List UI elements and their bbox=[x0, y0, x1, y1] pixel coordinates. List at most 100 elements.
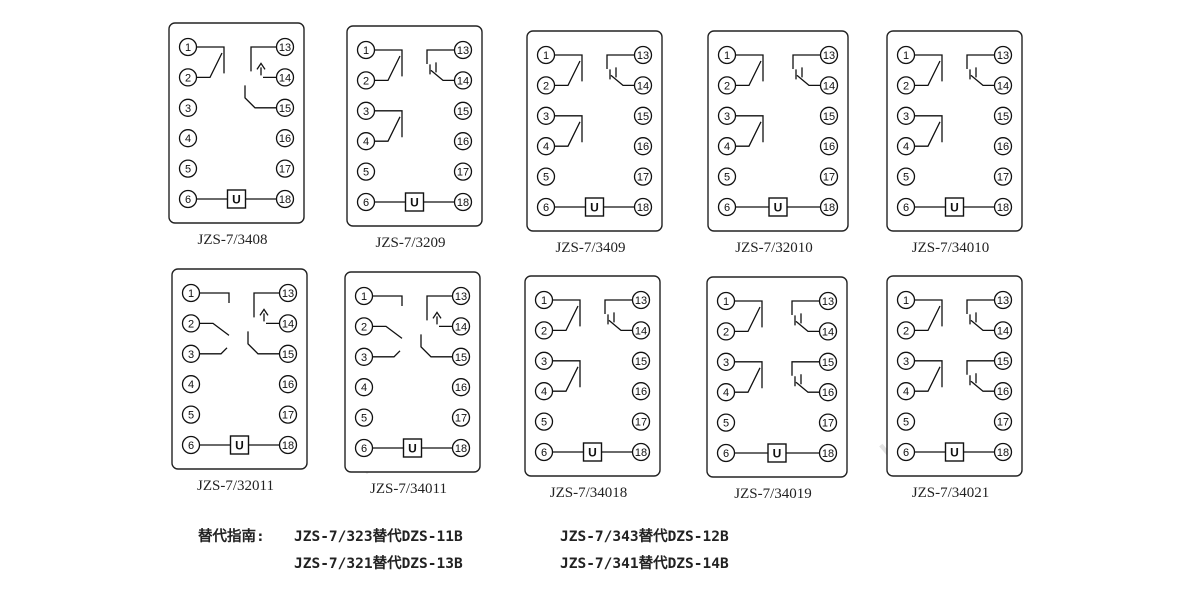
pin-circle bbox=[178, 189, 198, 209]
pin-number: 14 bbox=[635, 325, 647, 337]
pin-4: 4 bbox=[716, 383, 736, 402]
contact-symbol bbox=[375, 49, 403, 82]
pin-number: 18 bbox=[635, 447, 647, 459]
pin-circle bbox=[278, 405, 298, 424]
pin-number: 16 bbox=[635, 386, 647, 398]
pin-circle bbox=[178, 129, 198, 148]
pin-circle bbox=[993, 76, 1013, 95]
pin-number: 15 bbox=[997, 356, 1009, 368]
diagram-frame bbox=[346, 25, 483, 227]
pin-4: 4 bbox=[896, 382, 916, 401]
diagram-caption: JZS-7/34011 bbox=[370, 481, 447, 497]
pin-circle bbox=[716, 383, 736, 402]
pin-circle bbox=[717, 197, 737, 217]
pin-number: 16 bbox=[637, 141, 649, 153]
pin-16: 16 bbox=[275, 129, 295, 148]
pin-13: 13 bbox=[993, 45, 1013, 65]
pin-number: 3 bbox=[903, 356, 909, 368]
pin-circle bbox=[278, 314, 298, 333]
pin-13: 13 bbox=[275, 37, 295, 57]
pin-number: 16 bbox=[282, 379, 294, 391]
pin-1: 1 bbox=[536, 45, 556, 65]
pin-circle bbox=[818, 352, 838, 371]
pin-number: 13 bbox=[635, 295, 647, 307]
guide-heading: 替代指南: bbox=[198, 529, 265, 545]
changeover-contact-symbol bbox=[247, 292, 279, 355]
pin-number: 18 bbox=[997, 202, 1009, 214]
pin-circle bbox=[534, 321, 554, 340]
pin-4: 4 bbox=[354, 378, 374, 397]
pin-number: 13 bbox=[823, 50, 835, 62]
diagram-frame bbox=[886, 30, 1023, 232]
pin-circle bbox=[178, 68, 198, 87]
pin-13: 13 bbox=[631, 290, 651, 310]
coil-label: U bbox=[235, 439, 244, 453]
pin-number: 18 bbox=[455, 443, 467, 455]
pin-circle bbox=[818, 443, 838, 463]
pin-circle bbox=[181, 435, 201, 455]
pin-number: 4 bbox=[363, 136, 369, 148]
pin-4: 4 bbox=[536, 137, 556, 156]
pin-number: 15 bbox=[637, 111, 649, 123]
diagram-frame bbox=[706, 276, 848, 478]
pin-number: 6 bbox=[724, 202, 730, 214]
pin-circle bbox=[896, 382, 916, 401]
pin-circle bbox=[896, 106, 916, 125]
changeover-contact-symbol bbox=[373, 295, 403, 358]
pin-circle bbox=[451, 438, 471, 458]
pin-1: 1 bbox=[356, 40, 376, 60]
pin-16: 16 bbox=[818, 383, 838, 402]
pin-number: 5 bbox=[361, 413, 367, 425]
pin-number: 18 bbox=[282, 440, 294, 452]
pin-number: 17 bbox=[823, 172, 835, 184]
pin-circle bbox=[717, 76, 737, 95]
pin-1: 1 bbox=[896, 45, 916, 65]
pin-number: 15 bbox=[455, 352, 467, 364]
pin-number: 2 bbox=[361, 321, 367, 333]
pin-number: 1 bbox=[188, 288, 194, 300]
pin-circle bbox=[453, 71, 473, 90]
pin-number: 16 bbox=[997, 141, 1009, 153]
pin-4: 4 bbox=[356, 132, 376, 151]
contact-symbol bbox=[915, 360, 943, 392]
pin-number: 5 bbox=[903, 417, 909, 429]
pin-circle bbox=[631, 412, 651, 431]
pin-circle bbox=[534, 412, 554, 431]
pin-circle bbox=[716, 443, 736, 463]
pin-circle bbox=[896, 412, 916, 431]
pin-3: 3 bbox=[536, 106, 556, 125]
pin-5: 5 bbox=[354, 408, 374, 427]
pin-4: 4 bbox=[181, 375, 201, 394]
pin-number: 2 bbox=[543, 80, 549, 92]
pin-13: 13 bbox=[818, 291, 838, 311]
pin-circle bbox=[178, 98, 198, 117]
pin-number: 1 bbox=[361, 291, 367, 303]
contact-symbol bbox=[915, 115, 943, 147]
pin-17: 17 bbox=[451, 408, 471, 427]
pin-5: 5 bbox=[717, 167, 737, 186]
pin-3: 3 bbox=[354, 347, 374, 366]
pin-13: 13 bbox=[278, 283, 298, 303]
pin-14: 14 bbox=[275, 68, 295, 87]
pin-circle bbox=[819, 167, 839, 186]
pin-circle bbox=[451, 347, 471, 366]
pin-circle bbox=[536, 45, 556, 65]
pin-14: 14 bbox=[453, 71, 473, 90]
pin-2: 2 bbox=[354, 317, 374, 336]
pin-circle bbox=[356, 162, 376, 181]
contact-symbol bbox=[966, 299, 994, 332]
pin-number: 3 bbox=[188, 349, 194, 361]
contact-symbol bbox=[792, 54, 820, 87]
pin-circle bbox=[278, 375, 298, 394]
pin-number: 18 bbox=[823, 202, 835, 214]
diagram-caption: JZS-7/34021 bbox=[912, 485, 990, 501]
pin-circle bbox=[181, 283, 201, 303]
coil-label: U bbox=[774, 201, 783, 215]
pin-number: 6 bbox=[185, 194, 191, 206]
pin-15: 15 bbox=[631, 351, 651, 370]
pin-18: 18 bbox=[819, 197, 839, 217]
pin-circle bbox=[633, 45, 653, 65]
